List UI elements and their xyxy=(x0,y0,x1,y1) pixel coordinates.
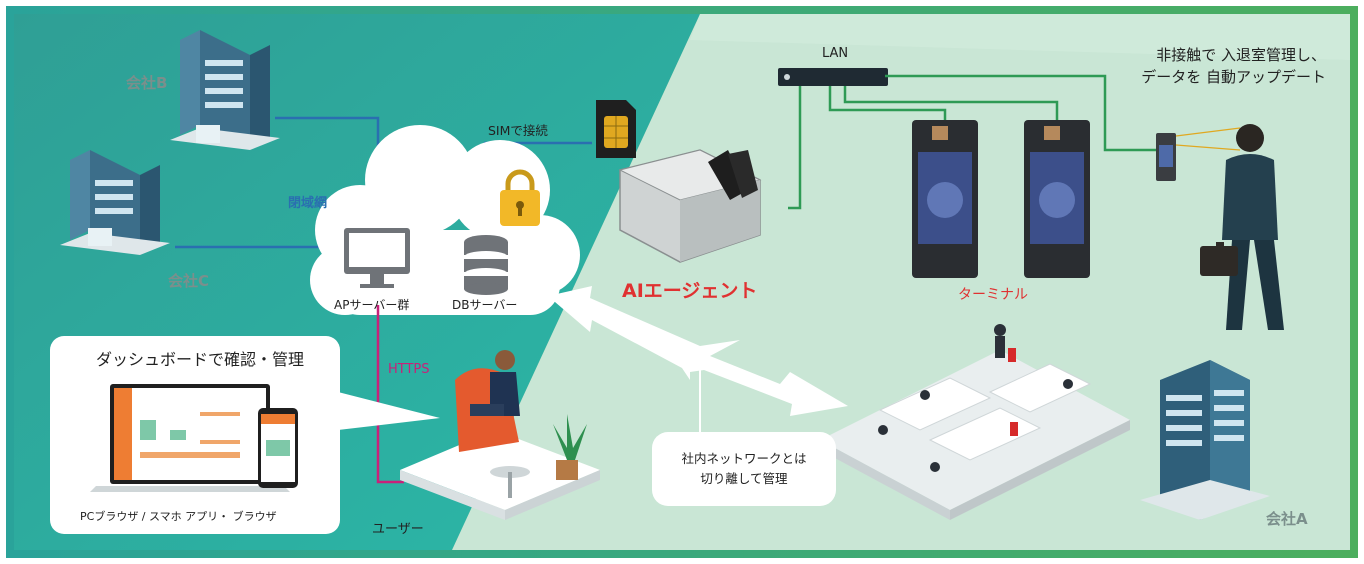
building-a-icon xyxy=(1140,360,1270,520)
smartphone-icon xyxy=(258,408,298,488)
terminal-2-icon xyxy=(1024,120,1090,278)
note-line-2: データを 自動アップデート xyxy=(1141,68,1326,86)
dashboard-callout-pointer xyxy=(338,392,440,430)
office-scene-icon xyxy=(820,324,1130,520)
lan-lines xyxy=(788,74,1158,210)
closed-network-label: 閉域網 xyxy=(288,196,328,211)
company-a-label: 会社A xyxy=(1266,510,1308,528)
ap-servers-label: APサーバー群 xyxy=(334,298,410,312)
callout-line-2: 切り離して管理 xyxy=(700,471,788,486)
scan-beam xyxy=(1175,127,1241,151)
ap-server-icon xyxy=(344,228,410,288)
building-c-icon xyxy=(60,150,170,255)
company-b-label: 会社B xyxy=(126,74,168,92)
terminal-1-icon xyxy=(912,120,978,278)
terminal-label: ターミナル xyxy=(958,287,1028,303)
callout-line-1: 社内ネットワークとは xyxy=(681,451,807,466)
dashboard-footer: PCブラウザ / スマホ アプリ・ ブラウザ xyxy=(80,510,277,523)
light-panel xyxy=(452,14,1350,550)
db-server-label: DBサーバー xyxy=(452,298,518,312)
dashboard-title: ダッシュボードで確認・管理 xyxy=(96,350,305,369)
isolation-callout-text: 社内ネットワークとは 切り離して管理 xyxy=(652,449,836,489)
ai-agent-device-icon xyxy=(618,149,762,263)
lan-switch-icon xyxy=(778,68,888,86)
lan-label: LAN xyxy=(822,46,849,61)
company-c-label: 会社C xyxy=(168,272,210,290)
sim-connect-label: SIMで接続 xyxy=(488,123,548,138)
walking-person-icon xyxy=(1200,124,1284,330)
laptop-icon xyxy=(90,384,290,492)
https-line xyxy=(376,305,404,484)
sim-card-icon xyxy=(596,100,636,158)
user-scene-icon xyxy=(400,350,600,520)
isolation-callout-box xyxy=(652,432,836,506)
bidirectional-arrow-icon xyxy=(548,286,848,416)
ai-agent-label: AIエージェント xyxy=(622,280,758,302)
db-server-icon xyxy=(464,235,508,295)
lock-icon xyxy=(500,169,540,226)
https-label: HTTPS xyxy=(388,362,430,377)
user-label: ユーザー xyxy=(372,522,424,537)
building-b-icon xyxy=(170,30,280,150)
note-line-1: 非接触で 入退室管理し、 xyxy=(1156,46,1326,64)
note-text: 非接触で 入退室管理し、 データを 自動アップデート xyxy=(1141,44,1326,88)
